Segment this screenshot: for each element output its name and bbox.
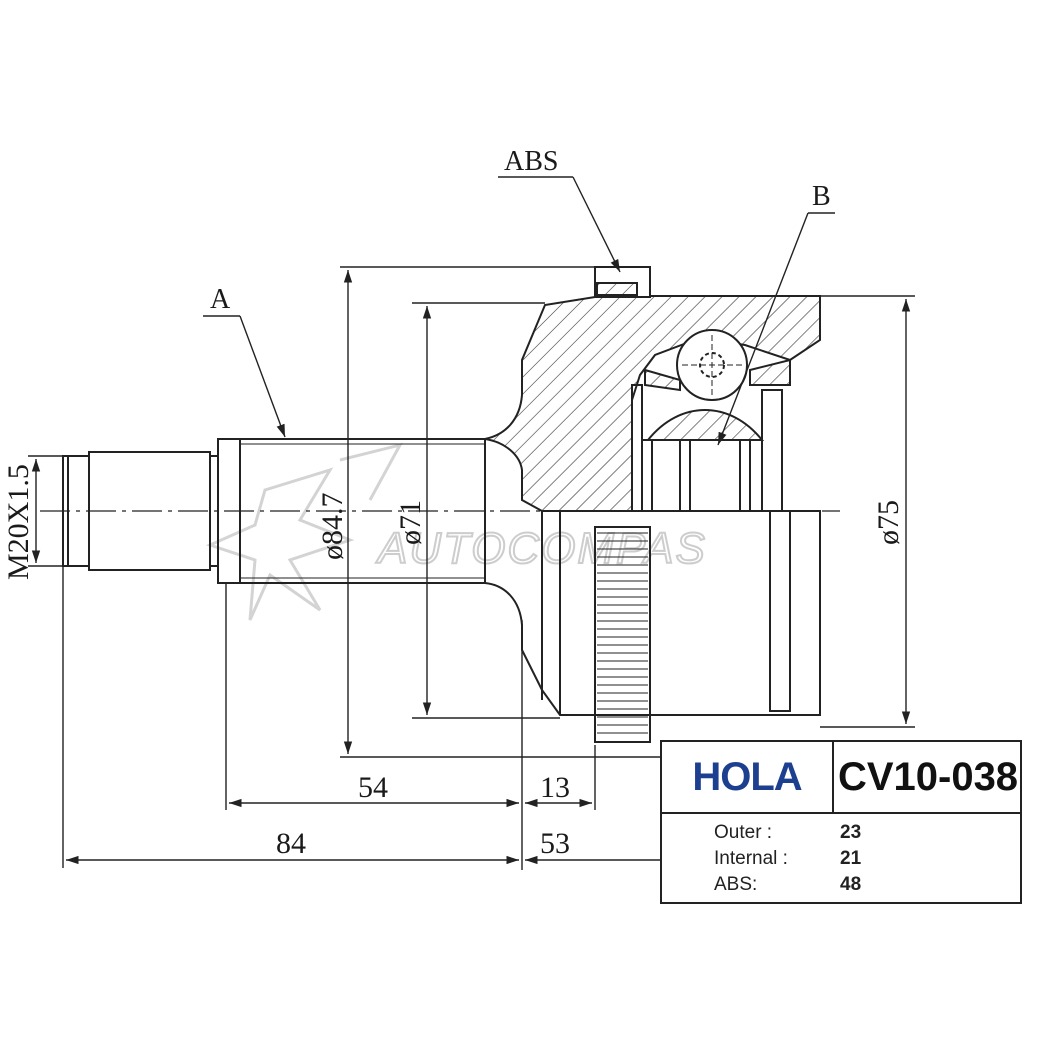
abs-ring-top: [594, 266, 651, 298]
dim-label-dia-75: ø75: [872, 500, 905, 545]
spec-value: 21: [840, 848, 862, 869]
dim-thread: [28, 455, 63, 567]
spec-label: ABS:: [714, 874, 758, 895]
spec-row: Internal : 21: [714, 848, 861, 874]
spec-value: 23: [840, 822, 862, 843]
spec-header: HOLA CV10-038: [662, 742, 1020, 814]
abs-ring: [594, 526, 651, 743]
spec-rows: Outer : 23 Internal : 21 ABS: 48: [714, 822, 861, 900]
callout-leaders: [203, 176, 835, 446]
callout-a: A: [210, 284, 231, 315]
part-number: CV10-038: [837, 754, 1019, 799]
spec-value: 48: [840, 874, 862, 895]
callout-abs: ABS: [504, 146, 558, 177]
dim-dia-71: [412, 302, 560, 719]
callout-b: B: [812, 181, 831, 212]
inner-race: [631, 358, 791, 712]
dim-dia-75: [820, 295, 915, 728]
dim-label-54: 54: [358, 771, 388, 804]
brand-name: HOLA: [692, 754, 802, 799]
bell-housing-body: [484, 510, 821, 716]
dim-label-84: 84: [276, 827, 306, 860]
dim-label-dia-71: ø71: [394, 500, 427, 545]
spec-table: HOLA CV10-038 Outer : 23 Internal : 21 A…: [660, 740, 1022, 904]
dim-dia-84-7: [340, 266, 660, 758]
brand-cell: HOLA: [662, 742, 834, 812]
dim-label-dia-84-7: ø84.7: [316, 493, 349, 561]
ball-icon: [676, 329, 748, 401]
spec-row: Outer : 23: [714, 822, 861, 848]
spec-label: Internal :: [714, 848, 788, 869]
dim-horizontal: [62, 566, 660, 870]
splined-shaft: [217, 438, 486, 584]
watermark-logo-icon: [205, 442, 403, 621]
abs-ring-top-hatch: [596, 282, 638, 296]
spec-row: ABS: 48: [714, 874, 861, 900]
spec-label: Outer :: [714, 822, 773, 843]
dim-label-thread: M20X1.5: [2, 464, 35, 580]
dim-label-53: 53: [540, 827, 570, 860]
dim-label-13: 13: [540, 771, 570, 804]
brand-logo: HOLA: [692, 754, 802, 800]
